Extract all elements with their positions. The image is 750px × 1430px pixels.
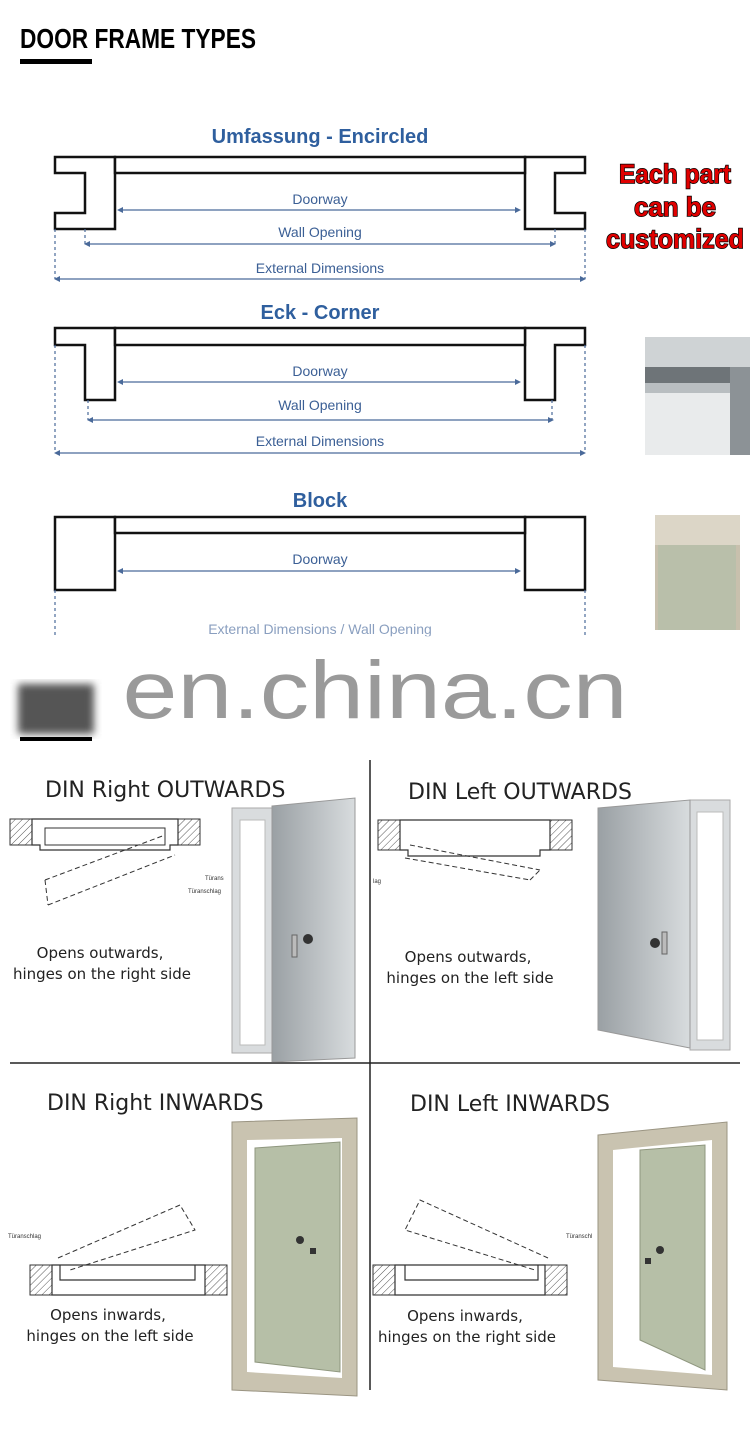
quadrant-din-left-inwards: DIN Left INWARDS Türanschl Opens inwards… xyxy=(372,1092,610,1346)
dim-label: Doorway xyxy=(292,191,347,207)
customization-callout: Each part can be customized xyxy=(605,158,745,255)
svg-text:DIN Left INWARDS: DIN Left INWARDS xyxy=(410,1092,610,1117)
svg-text:hinges on the right side: hinges on the right side xyxy=(13,965,191,983)
dim-label: Wall Opening xyxy=(278,397,362,413)
svg-text:Opens inwards,: Opens inwards, xyxy=(407,1307,523,1325)
frame-block: Block xyxy=(53,490,587,592)
title-underline xyxy=(20,59,92,64)
dim-label: Doorway xyxy=(292,551,347,567)
frame-corner: Eck - Corner xyxy=(53,302,587,402)
door-photo xyxy=(231,797,356,1063)
dim-label: Wall Opening xyxy=(278,224,362,240)
block-frame-photo xyxy=(655,515,740,630)
blurred-logo xyxy=(18,684,94,734)
svg-text:Opens outwards,: Opens outwards, xyxy=(37,944,164,962)
svg-text:DIN Right OUTWARDS: DIN Right OUTWARDS xyxy=(45,778,285,803)
svg-text:hinges on the left side: hinges on the left side xyxy=(386,969,553,987)
svg-text:DIN Right INWARDS: DIN Right INWARDS xyxy=(47,1091,264,1116)
frame-door-photo xyxy=(597,1121,728,1391)
svg-text:DIN Left OUTWARDS: DIN Left OUTWARDS xyxy=(408,780,632,805)
frame-title: Eck - Corner xyxy=(261,302,380,324)
page-title: DOOR FRAME TYPES xyxy=(20,23,256,54)
dim-label: Doorway xyxy=(292,363,347,379)
section-underline xyxy=(20,737,92,741)
corner-frame-photo xyxy=(645,337,750,455)
svg-text:hinges on the right side: hinges on the right side xyxy=(378,1328,556,1346)
door-photo xyxy=(597,799,731,1051)
svg-text:Each part: Each part xyxy=(619,159,731,189)
watermark: en.china.cn xyxy=(123,645,628,736)
frame-encircled: Umfassung - Encircled xyxy=(53,126,587,231)
svg-text:Türanschlag: Türanschlag xyxy=(8,1234,41,1240)
svg-text:customized: customized xyxy=(606,224,744,254)
frame-title: Umfassung - Encircled xyxy=(212,126,429,148)
svg-text:Türanschl: Türanschl xyxy=(566,1234,592,1240)
svg-text:can be: can be xyxy=(634,192,716,222)
frame-title: Block xyxy=(293,490,348,512)
dim-label: External Dimensions / Wall Opening xyxy=(208,621,432,637)
quadrant-din-right-outwards: DIN Right OUTWARDS Türans Türanschlag Op… xyxy=(9,778,285,983)
frame-door-photo xyxy=(231,1117,358,1397)
dim-label: External Dimensions xyxy=(256,433,384,449)
svg-text:Opens outwards,: Opens outwards, xyxy=(405,948,532,966)
svg-text:Opens inwards,: Opens inwards, xyxy=(50,1306,166,1324)
svg-text:lag: lag xyxy=(373,879,381,885)
svg-text:Türans: Türans xyxy=(205,876,224,882)
quadrant-din-right-inwards: DIN Right INWARDS Türanschlag Opens inwa… xyxy=(8,1091,264,1345)
svg-text:Türanschlag: Türanschlag xyxy=(188,889,221,895)
svg-text:hinges on the left side: hinges on the left side xyxy=(26,1327,193,1345)
quadrant-din-left-outwards: DIN Left OUTWARDS lag Opens outwards, hi… xyxy=(373,780,632,987)
dim-label: External Dimensions xyxy=(256,260,384,276)
